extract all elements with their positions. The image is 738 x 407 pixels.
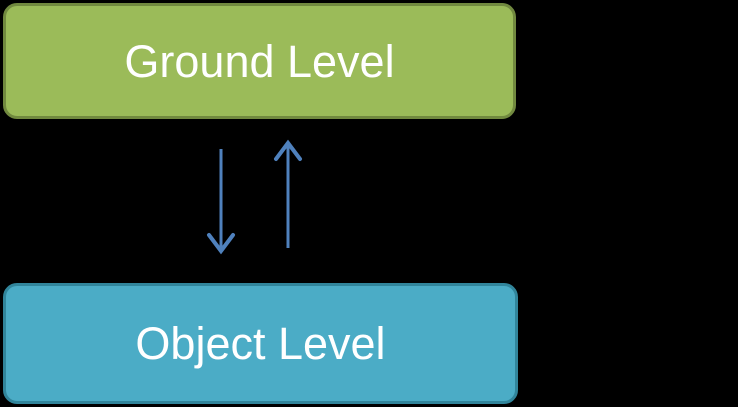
down-arrow-head-icon <box>207 233 235 255</box>
up-arrow <box>274 139 302 248</box>
ground-level-label: Ground Level <box>124 35 395 87</box>
down-arrow <box>207 149 235 255</box>
object-level-label: Object Level <box>135 318 386 369</box>
up-arrow-head-icon <box>274 139 302 161</box>
ground-level-node: Ground Level <box>3 3 516 119</box>
object-level-node: Object Level <box>3 283 518 404</box>
